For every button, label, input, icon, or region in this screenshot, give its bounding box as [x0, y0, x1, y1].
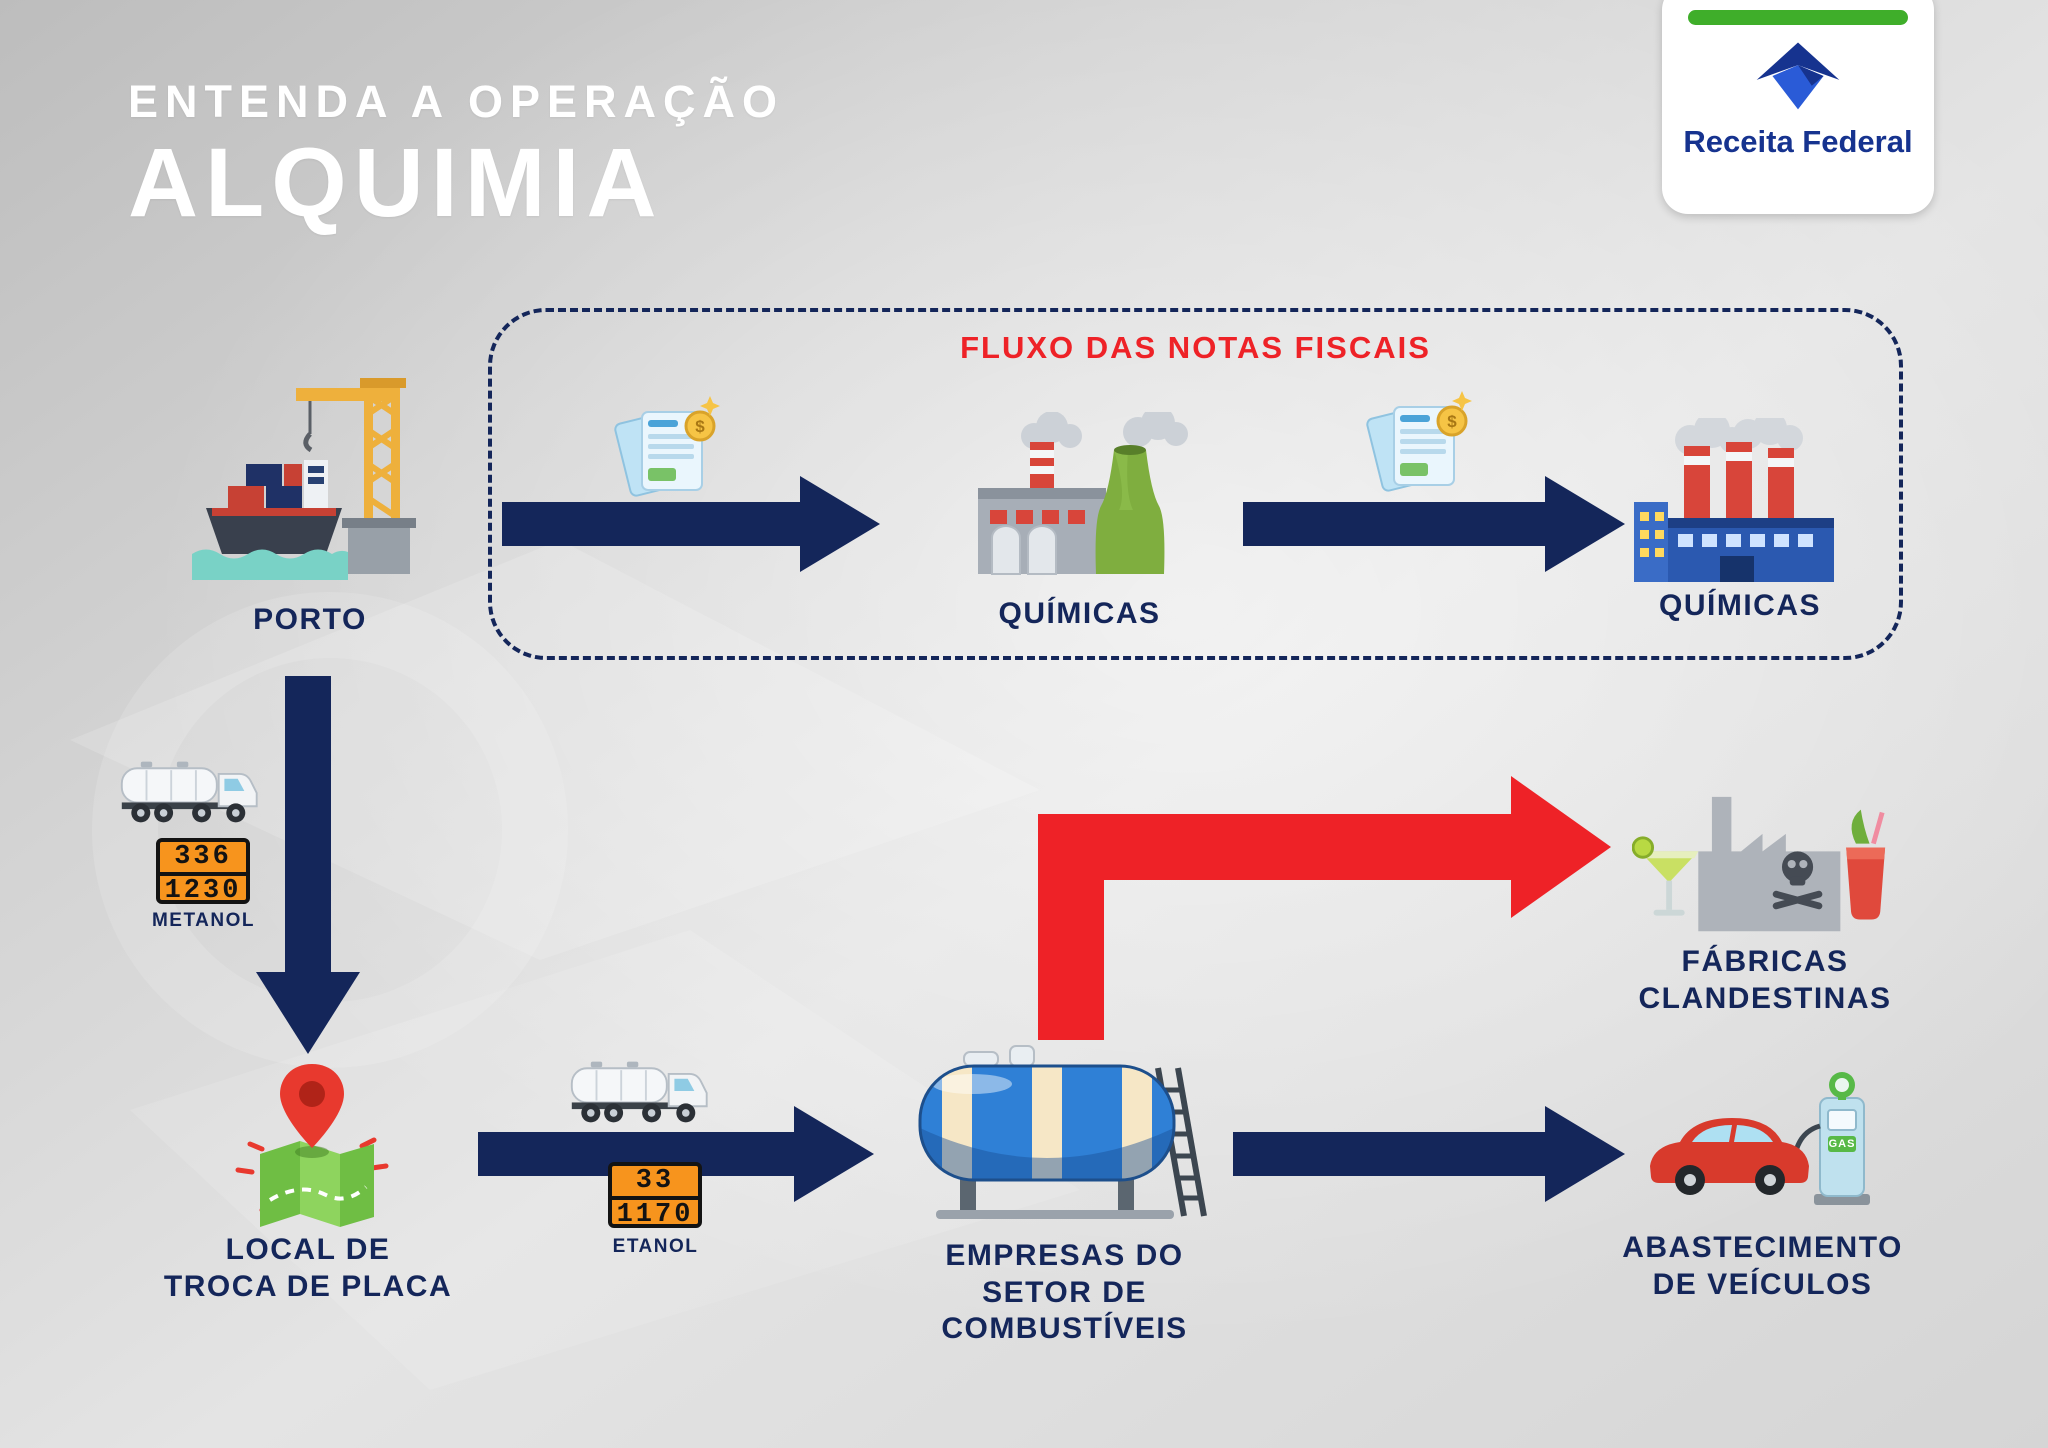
red-arrow-empresas-to-fabricas [1038, 776, 1613, 1040]
fluxo-notas-fiscais-box: FLUXO DAS NOTAS FISCAIS [488, 308, 1903, 660]
quimicas1-label: QUÍMICAS [998, 597, 1161, 630]
local-troca-label: LOCAL DE TROCA DE PLACA [163, 1233, 453, 1303]
hazard-plate-metanol: 336 1230 [156, 838, 250, 906]
fabricas-clandestinas-label: FÁBRICAS CLANDESTINAS [1638, 945, 1892, 1015]
map-pin-location-icon [222, 1048, 402, 1230]
abastecimento-label: ABASTECIMENTO DE VEÍCULOS [1622, 1231, 1903, 1301]
quimicas1-factory-icon [962, 412, 1197, 592]
logo-brand-text: Receita Federal [1683, 124, 1913, 159]
etanol-label: ETANOL [612, 1236, 699, 1257]
hazard-plate-etanol: 33 1170 [608, 1162, 702, 1230]
car-fuel-pump-icon: GAS [1642, 1068, 1877, 1220]
arrow-quimicas1-to-quimicas2 [1243, 476, 1625, 572]
svg-text:$: $ [1447, 412, 1457, 431]
fuel-storage-tank-icon [912, 1028, 1217, 1223]
porto-label: PORTO [253, 603, 367, 636]
quimicas2-label: QUÍMICAS [1659, 589, 1821, 622]
invoice-icon-2: $ [1352, 383, 1482, 508]
page-title: ALQUIMIA [128, 128, 664, 237]
pump-gas-label: GAS [1828, 1138, 1856, 1150]
fluxo-notas-title: FLUXO DAS NOTAS FISCAIS [960, 330, 1431, 365]
invoice-icon-1: $ [600, 388, 730, 513]
fabricas-clandestinas-icon [1632, 758, 1894, 938]
arrow-porto-down-to-troca [256, 676, 360, 1054]
porto-ship-crane-icon [192, 368, 427, 593]
hazard-code-etanol: 33 [612, 1166, 698, 1200]
title-block: ENTENDA A OPERAÇÃO ALQUIMIA [128, 76, 784, 233]
un-number-metanol: 1230 [164, 876, 242, 906]
quimicas2-factory-icon [1628, 418, 1853, 590]
un-number-etanol: 1170 [616, 1200, 694, 1230]
arrow-porto-to-quimicas1 [502, 476, 880, 572]
tanker-truck-etanol-icon [568, 1048, 720, 1136]
receita-federal-icon [1756, 42, 1840, 110]
empresas-combustiveis-label: EMPRESAS DO SETOR DE COMBUSTÍVEIS [941, 1239, 1188, 1346]
title-kicker: ENTENDA A OPERAÇÃO [128, 76, 785, 127]
metanol-label: METANOL [151, 910, 256, 931]
svg-text:$: $ [695, 417, 705, 436]
tanker-truck-metanol-icon [118, 748, 270, 836]
arrow-empresas-to-abastecimento [1233, 1106, 1625, 1202]
logo-green-bar [1688, 10, 1908, 25]
receita-federal-logo-card: Receita Federal [1662, 0, 1934, 214]
hazard-code-metanol: 336 [160, 842, 246, 876]
